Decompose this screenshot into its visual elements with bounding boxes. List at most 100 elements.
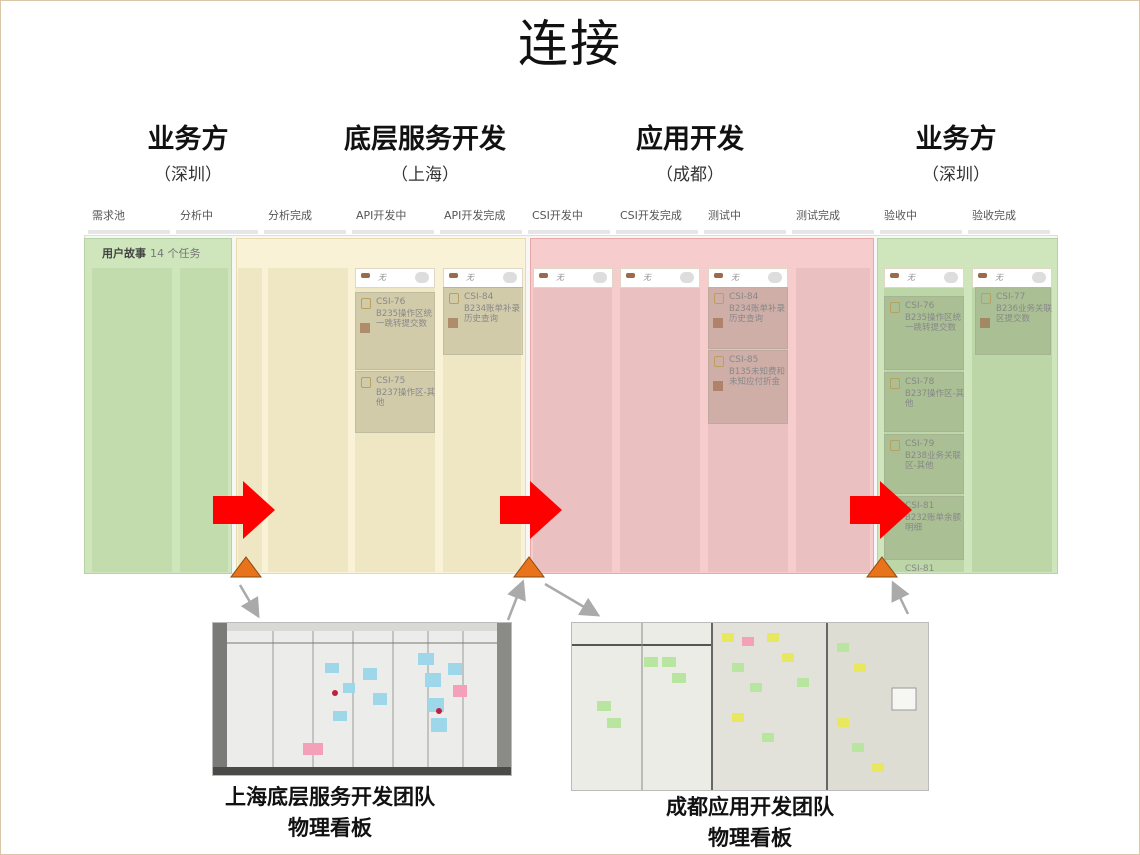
arrow-right-icon (500, 481, 562, 539)
card-group-header[interactable]: 无 (708, 268, 788, 288)
card-note: 无 (556, 273, 564, 282)
column-header: 分析完成 (268, 209, 312, 222)
chengdu-board-photo (571, 622, 929, 791)
lane-analysis-done-2 (268, 268, 348, 572)
card-title: B234账单补录历史查询 (464, 304, 521, 324)
board-label-title: 用户故事 (102, 247, 146, 260)
task-card[interactable]: CSI-84 B234账单补录历史查询 (443, 287, 523, 355)
group-location: （深圳） (922, 165, 990, 185)
column-header: CSI开发中 (532, 209, 583, 222)
story-icon (981, 293, 991, 304)
card-note: 无 (907, 273, 915, 282)
card-id: CSI-79 (905, 439, 935, 449)
card-title: B235操作区统一跳转提交数 (376, 309, 433, 329)
card-title: B237操作区-其他 (905, 389, 965, 409)
story-icon (449, 293, 459, 304)
group-business-shenzhen-2: 业务方 （深圳） (886, 117, 1026, 185)
card-id: CSI-85 (729, 355, 759, 365)
chengdu-board-caption: 成都应用开发团队 物理看板 (600, 791, 900, 853)
column-divider (704, 230, 786, 234)
avatar-icon (360, 323, 370, 333)
toggle-icon (503, 272, 517, 283)
story-icon (361, 377, 371, 388)
card-title: B235操作区统一跳转提交数 (905, 313, 962, 333)
card-marker-icon (449, 273, 458, 278)
story-icon (890, 302, 900, 313)
group-name: 业务方 (147, 124, 229, 155)
triangle-marker-icon (513, 556, 545, 578)
column-header: API开发中 (356, 209, 407, 222)
card-marker-icon (978, 273, 987, 278)
card-title: B238业务关联区-其他 (905, 451, 962, 471)
column-header: 需求池 (92, 209, 125, 222)
card-id: CSI-76 (905, 301, 935, 311)
board-label: 用户故事 14 个任务 (102, 245, 201, 261)
group-name: 应用开发 (636, 124, 744, 155)
toggle-icon (768, 272, 782, 283)
task-card[interactable]: CSI-75 B237操作区-其他 (355, 371, 435, 433)
card-note: 无 (995, 273, 1003, 282)
avatar-icon (713, 381, 723, 391)
caption-line: 成都应用开发团队 (666, 794, 834, 819)
column-header: CSI开发完成 (620, 209, 682, 222)
column-divider (880, 230, 962, 234)
story-icon (714, 293, 724, 304)
shanghai-board-photo (212, 622, 512, 776)
card-title: B237操作区-其他 (376, 388, 436, 408)
card-group-header[interactable]: 无 (355, 268, 435, 288)
connector-arrow-icon (238, 584, 260, 619)
card-group-header[interactable]: 无 (533, 268, 613, 288)
toggle-icon (680, 272, 694, 283)
caption-line: 物理看板 (288, 815, 372, 840)
group-app-dev-chengdu: 应用开发 （成都） (620, 117, 760, 185)
lane-api-dev (355, 268, 435, 572)
avatar-icon (980, 318, 990, 328)
story-icon (361, 298, 371, 309)
card-group-header[interactable]: 无 (884, 268, 964, 288)
card-group-header[interactable]: 无 (620, 268, 700, 288)
card-id: CSI-81 (905, 501, 935, 511)
card-title: B232账单余额明细 (905, 513, 962, 533)
group-name: 业务方 (915, 124, 997, 155)
task-card[interactable]: CSI-81 B232账单余额明细 (884, 496, 964, 560)
card-id: CSI-84 (464, 292, 494, 302)
task-card[interactable]: CSI-84 B234账单补录历史查询 (708, 287, 788, 349)
task-card[interactable]: CSI-77 B236业务关联区提交数 (975, 287, 1052, 355)
group-business-shenzhen: 业务方 （深圳） (118, 117, 258, 185)
card-title: B135未知费和未知应付折金 (729, 367, 786, 387)
card-id: CSI-84 (729, 292, 759, 302)
task-card[interactable]: CSI-76 B235操作区统一跳转提交数 (355, 292, 435, 370)
task-card[interactable]: CSI-78 B237操作区-其他 (884, 372, 964, 432)
connector-arrow-icon (891, 580, 910, 615)
card-note: 无 (466, 273, 474, 282)
card-id: CSI-77 (996, 292, 1026, 302)
task-card[interactable]: CSI-79 B238业务关联区-其他 (884, 434, 964, 494)
slide-title: 连接 (518, 15, 622, 73)
group-location: （上海） (391, 165, 459, 185)
toggle-icon (593, 272, 607, 283)
column-divider (792, 230, 874, 234)
caption-line: 物理看板 (708, 825, 792, 850)
group-location: （深圳） (154, 165, 222, 185)
card-note: 无 (378, 273, 386, 282)
group-name: 底层服务开发 (344, 124, 506, 155)
card-group-header[interactable]: 无 (443, 268, 523, 288)
column-header: 验收中 (884, 209, 917, 222)
column-divider (968, 230, 1050, 234)
column-divider (88, 230, 170, 234)
card-title: B236业务关联区提交数 (996, 304, 1053, 324)
triangle-marker-icon (866, 556, 898, 578)
card-marker-icon (714, 273, 723, 278)
card-marker-icon (361, 273, 370, 278)
card-group-header[interactable]: 无 (972, 268, 1052, 288)
story-icon (890, 378, 900, 389)
column-header: 测试完成 (796, 209, 840, 222)
group-base-service-shanghai: 底层服务开发 （上海） (325, 117, 525, 185)
column-divider (616, 230, 698, 234)
avatar-icon (448, 318, 458, 328)
task-card[interactable]: CSI-76 B235操作区统一跳转提交数 (884, 296, 964, 370)
connector-arrow-icon (506, 579, 526, 621)
task-card[interactable]: CSI-85 B135未知费和未知应付折金 (708, 350, 788, 424)
column-header: API开发完成 (444, 209, 506, 222)
board-task-count: 14 个任务 (150, 247, 201, 260)
